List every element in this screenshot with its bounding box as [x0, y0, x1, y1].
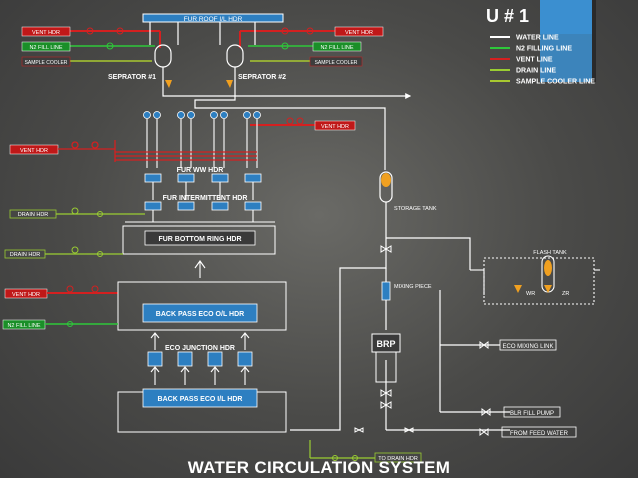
- drain-line-1: [9, 207, 145, 219]
- storage-tank: [379, 171, 393, 238]
- unit-label: U # 1: [486, 6, 530, 26]
- vent-hdr-lower-label: VENT HDR: [12, 292, 40, 298]
- fur-intermittent-hdr-label: FUR INTERMITTENT HDR: [163, 195, 248, 202]
- sample-line-top-left: [21, 56, 152, 67]
- n2-line-top-left: [21, 41, 155, 52]
- vent-hdr-mid-label: VENT HDR: [321, 124, 349, 130]
- page-title: WATER CIRCULATION SYSTEM: [187, 458, 451, 477]
- n2-fill-top-right-label: N2 FILL LINE: [320, 45, 353, 51]
- valves-main: [354, 245, 414, 433]
- legend-label: DRAIN LINE: [516, 68, 556, 75]
- ring-feed-lines: [125, 210, 275, 223]
- vent-hdr-upper-left-label: VENT HDR: [20, 148, 48, 154]
- back-pass-eco-ol-hdr: [142, 303, 258, 323]
- to-drain-hdr: [309, 440, 422, 463]
- legend-label: VENT LINE: [516, 57, 553, 64]
- legend-label: WATER LINE: [516, 35, 559, 42]
- fur-bottom-ring-hdr-label: FUR BOTTOM RING HDR: [158, 236, 241, 243]
- to-drain-hdr-label: TO DRAIN HDR: [378, 456, 418, 462]
- mixing-piece: [381, 281, 391, 301]
- separator-1-label: SEPRATOR #1: [108, 74, 156, 81]
- separator-2: [219, 22, 256, 92]
- legend-label: SAMPLE COOLER LINE: [516, 79, 595, 86]
- blr-fill-pump-label: BLR FILL PUMP: [510, 411, 554, 417]
- storage-tank-label: STORAGE TANK: [394, 206, 437, 212]
- eco-junction-arrows: [150, 332, 250, 385]
- vent-line-lower: [4, 285, 118, 299]
- separator-2-label: SEPRATOR #2: [238, 74, 286, 81]
- fur-roof-hdr-label: FUR ROOF I/L HDR: [184, 16, 243, 23]
- fur-ww-hdr-label: FUR WW HDR: [177, 167, 224, 174]
- drain-line-2: [4, 246, 123, 259]
- unit-badge-tail: [540, 34, 592, 82]
- sample-line-top-right: [250, 56, 363, 67]
- bottom-ring-up-arrow: [194, 260, 206, 278]
- eco-junction-boxes: [147, 351, 253, 367]
- eco-mixing-link-label: ECO MIXING LINK: [502, 344, 553, 350]
- back-pass-eco-ol-hdr-label: BACK PASS ECO O/L HDR: [156, 311, 244, 318]
- back-pass-eco-il-hdr: [142, 388, 258, 408]
- instrument-row: [143, 111, 261, 119]
- fur-intermittent-hdr-boxes: [144, 201, 262, 211]
- zr-label: ZR: [562, 291, 569, 297]
- vent-line-mid: [250, 117, 356, 131]
- vent-hdr-top-left-label: VENT HDR: [32, 30, 60, 36]
- from-feed-water-label: FROM FEED WATER: [510, 431, 569, 437]
- flash-tank-label: FLASH TANK: [533, 250, 567, 256]
- drain-hdr-2-label: DRAIN HDR: [10, 252, 41, 258]
- from-feed-water: [479, 426, 577, 438]
- vent-line-upper-left: [9, 140, 257, 162]
- legend-label: N2 FILLING LINE: [516, 46, 572, 53]
- vent-hdr-top-right-label: VENT HDR: [345, 30, 373, 36]
- separator-1: [149, 22, 179, 92]
- n2-fill-top-left-label: N2 FILL LINE: [29, 45, 62, 51]
- fur-ww-hdr-boxes: [144, 173, 262, 183]
- sample-cooler-top-left-label: SAMPLE COOLER: [25, 60, 68, 66]
- mixing-piece-label: MIXING PIECE: [394, 284, 432, 290]
- water-line-to-storage: [162, 92, 412, 170]
- unit-badge-bg: [540, 0, 592, 34]
- n2-line-lower: [2, 319, 118, 330]
- brp-pump: [371, 333, 401, 383]
- fur-bottom-ring-hdr: [122, 225, 276, 255]
- eco-junction-hdr-label: ECO JUNCTION HDR: [165, 345, 235, 352]
- back-pass-eco-ol-frame: [117, 281, 287, 331]
- back-pass-eco-il-hdr-label: BACK PASS ECO I/L HDR: [158, 396, 243, 403]
- vent-line-top-right: [239, 26, 384, 48]
- n2-fill-lower-label: N2 FILL LINE: [7, 323, 40, 329]
- legend: WATER LINE N2 FILLING LINE VENT LINE DRAIN …: [490, 35, 595, 86]
- brp-label: BRP: [376, 339, 395, 349]
- fur-roof-hdr: [142, 13, 284, 23]
- unit-badge-edge: [592, 0, 596, 82]
- flash-tank: [470, 255, 600, 305]
- risers-mid: [152, 182, 254, 200]
- n2-line-top-right: [248, 41, 362, 52]
- drain-hdr-1-label: DRAIN HDR: [18, 212, 49, 218]
- sample-cooler-top-right-label: SAMPLE COOLER: [315, 60, 358, 66]
- eco-mixing-link: [479, 339, 557, 351]
- wr-label: WR: [526, 291, 535, 297]
- blr-fill-pump: [481, 406, 561, 418]
